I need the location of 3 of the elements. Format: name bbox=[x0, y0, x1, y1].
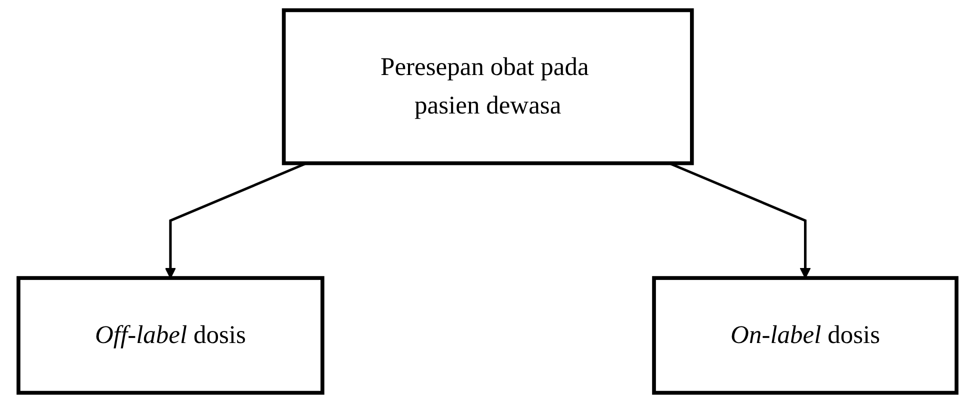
node-box: Off-label dosis bbox=[16, 276, 324, 395]
node-box: On-label dosis bbox=[652, 276, 958, 395]
node-box: Peresepan obat pada pasien dewasa bbox=[282, 8, 694, 166]
